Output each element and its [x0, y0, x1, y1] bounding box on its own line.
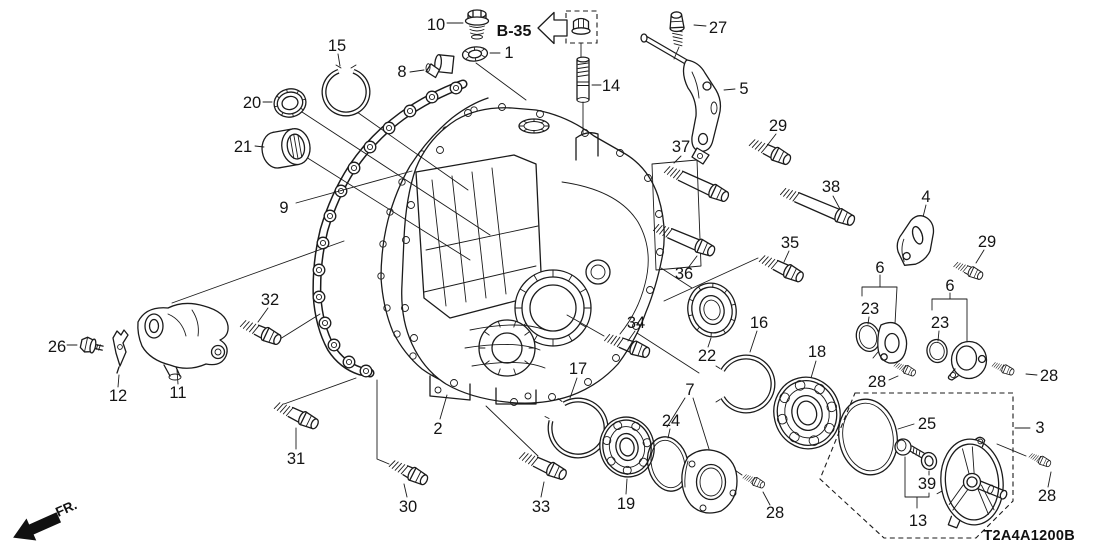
callout-37: 37	[672, 138, 690, 156]
part-6-cover-b	[947, 340, 988, 381]
part-25-o-ring	[838, 398, 898, 476]
callout-39: 39	[918, 475, 936, 493]
callout-36: 36	[675, 265, 693, 283]
callout-16: 16	[750, 314, 768, 332]
callout-6b: 6	[945, 277, 954, 295]
callout-2: 2	[433, 420, 442, 438]
callout-20: 20	[243, 94, 261, 112]
callout-35: 35	[781, 234, 799, 252]
callout-labels: 10 1 8 15 20 21 9 14 27 5 29 37 38 4 29 …	[48, 16, 1058, 530]
callout-27: 27	[709, 19, 727, 37]
part-20-oil-seal	[273, 88, 307, 118]
part-29-bolt-a	[748, 137, 794, 168]
part-31-bolt	[273, 400, 322, 433]
part-28-bolt-b	[991, 360, 1016, 378]
callout-28c: 28	[766, 504, 784, 522]
part-7-cover-plate	[681, 449, 738, 514]
part-18-ball-bearing	[773, 376, 841, 450]
fr-arrow-icon	[13, 512, 62, 541]
part-6-cover-a	[872, 321, 908, 364]
callout-7: 7	[685, 381, 694, 399]
callout-24: 24	[662, 412, 680, 430]
part-34-bolt	[603, 331, 653, 361]
callout-29a: 29	[769, 117, 787, 135]
callout-22: 22	[698, 347, 716, 365]
part-11-bracket	[137, 302, 229, 381]
callout-9: 9	[279, 199, 288, 217]
part-26-nut	[79, 336, 104, 354]
part-14-stud-bolt	[576, 56, 590, 103]
callout-5: 5	[739, 80, 748, 98]
part-35-bolt	[758, 253, 807, 286]
callout-10: 10	[427, 16, 445, 34]
callout-28a: 28	[868, 373, 886, 391]
callout-17: 17	[569, 360, 587, 378]
part-32-bolt	[239, 318, 284, 348]
sub-assembly-box	[819, 392, 1014, 539]
callout-31: 31	[287, 450, 305, 468]
part-29-bolt-b	[953, 260, 985, 282]
callout-23b: 23	[931, 314, 949, 332]
part-28-bolt-c	[742, 472, 767, 491]
part-28-bolt-a	[893, 360, 918, 379]
part-21-needle-bearing	[261, 128, 311, 169]
callout-26: 26	[48, 338, 66, 356]
callout-28d: 28	[1038, 487, 1056, 505]
callout-19: 19	[617, 495, 635, 513]
callout-34: 34	[627, 314, 645, 332]
callout-3: 3	[1035, 419, 1044, 437]
part-5-lever-bracket	[640, 33, 722, 165]
part-3-side-cover	[936, 436, 1008, 529]
b35-arrow-icon	[537, 11, 568, 45]
callout-25: 25	[918, 415, 936, 433]
part-39-washer	[920, 451, 938, 471]
callout-15: 15	[328, 37, 346, 55]
callout-30: 30	[399, 498, 417, 516]
part-33-bolt	[518, 450, 570, 483]
part-8-joint	[425, 54, 455, 79]
part-37-bolt	[663, 164, 732, 205]
callout-13: 13	[909, 512, 927, 530]
callout-4: 4	[921, 188, 930, 206]
part-16-snap-ring	[715, 354, 776, 414]
part-36-bolt	[652, 221, 718, 260]
part-30-bolt	[388, 458, 431, 489]
callout-11: 11	[169, 384, 186, 402]
callout-12: 12	[109, 387, 127, 405]
reference-flange-nut	[571, 17, 591, 35]
part-38-bolt	[779, 185, 858, 229]
callout-1: 1	[504, 44, 513, 62]
part-15-snap-ring	[321, 64, 371, 117]
callout-29b: 29	[978, 233, 996, 251]
part-17-snap-ring	[544, 397, 609, 459]
part-23-o-ring-b	[926, 338, 948, 364]
diagram-part-code: T2A4A1200B	[983, 528, 1075, 544]
part-13-bolt	[894, 438, 925, 459]
callout-23a: 23	[861, 300, 879, 318]
part-22-oil-seal	[687, 282, 737, 338]
part-2-transmission-case	[377, 97, 665, 406]
part-1-sealing-washer	[461, 46, 489, 62]
fr-label: FR.	[53, 497, 79, 520]
part-28-bolt-d	[1028, 451, 1053, 469]
callout-32: 32	[261, 291, 279, 309]
part-12-clip	[112, 329, 129, 374]
callout-8: 8	[397, 63, 406, 81]
part-27-bolt	[668, 10, 685, 47]
callout-38: 38	[822, 178, 840, 196]
part-4-bracket	[896, 215, 935, 266]
part-9-case-gasket	[312, 79, 468, 378]
reference-label-b35: B-35	[497, 23, 532, 40]
part-10-drain-plug	[464, 9, 490, 40]
callout-33: 33	[532, 498, 550, 516]
front-direction-indicator: FR.	[13, 497, 79, 541]
callout-14: 14	[602, 77, 620, 95]
reference-nut-box	[565, 10, 598, 44]
callout-18: 18	[808, 343, 826, 361]
callout-21: 21	[234, 138, 252, 156]
callout-28b: 28	[1040, 367, 1058, 385]
callout-6a: 6	[875, 259, 884, 277]
